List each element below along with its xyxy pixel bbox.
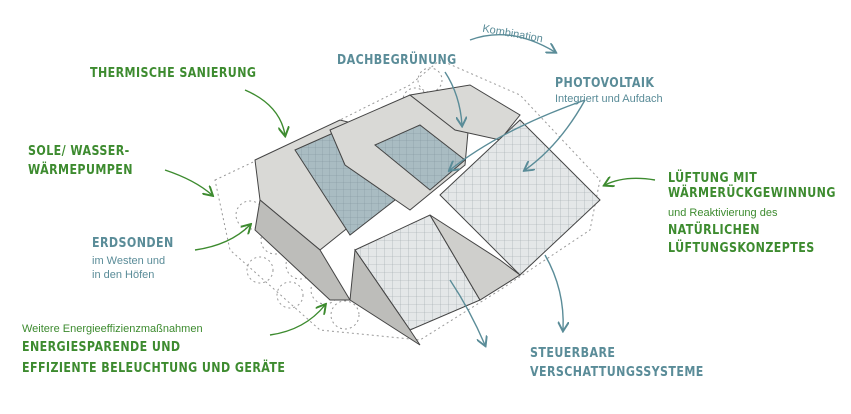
verschattung-label-line1: STEUERBARE <box>530 345 616 361</box>
photovoltaik-sub: Integriert und Aufdach <box>555 93 663 105</box>
building-blocks <box>254 84 601 346</box>
lueftung-label-line1: LÜFTUNG MIT <box>668 170 758 186</box>
lueftung-label-line4: LÜFTUNGSKONZEPTES <box>668 240 815 256</box>
erdsonden-label: ERDSONDEN <box>92 235 174 251</box>
sole-label-line1: SOLE/ WASSER- <box>28 143 130 159</box>
energie-label-line1: ENERGIESPARENDE UND <box>22 339 181 355</box>
lueftung-label-line3: NATÜRLICHEN <box>668 222 760 238</box>
lueftung-label-line2: WÄRMERÜCKGEWINNUNG <box>668 185 836 201</box>
energie-label-line2: EFFIZIENTE BELEUCHTUNG UND GERÄTE <box>22 360 286 376</box>
sole-label-line2: WÄRMEPUMPEN <box>28 162 133 178</box>
dachbegruenung-label: DACHBEGRÜNUNG <box>337 52 457 68</box>
photovoltaik-label: PHOTOVOLTAIK <box>555 75 655 91</box>
thermische-sanierung-label: THERMISCHE SANIERUNG <box>90 65 257 81</box>
weitere-label: Weitere Energieeffizienzmaßnahmen <box>22 323 203 335</box>
lueftung-sub: und Reaktivierung des <box>668 207 778 219</box>
erdsonden-sub-line1: im Westen und <box>92 255 166 267</box>
verschattung-label-line2: VERSCHATTUNGSSYSTEME <box>530 364 704 380</box>
erdsonden-sub-line2: in den Höfen <box>92 269 155 281</box>
